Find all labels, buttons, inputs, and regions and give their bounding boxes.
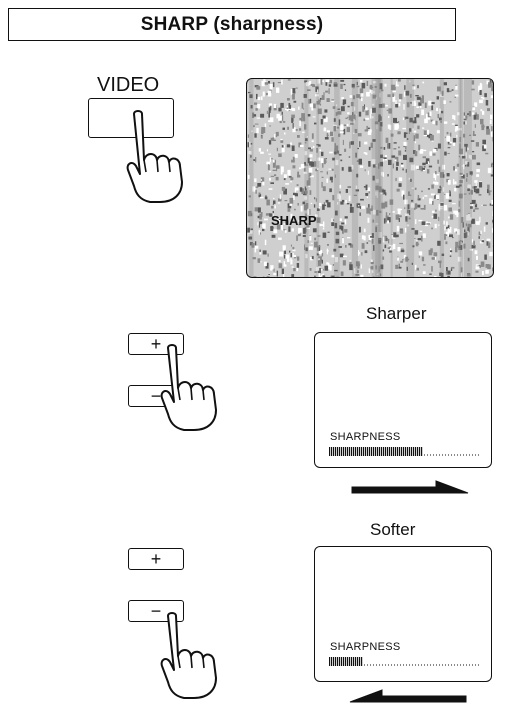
- minus-symbol: −: [150, 601, 162, 621]
- pointing-hand-icon: [126, 110, 183, 203]
- plus-symbol: +: [150, 334, 162, 354]
- section-title-box: SHARP (sharpness): [8, 8, 456, 41]
- sharper-level-bar: [329, 447, 479, 456]
- sharp-osd-label: SHARP: [271, 213, 317, 228]
- sharper-tv-screen: SHARPNESS: [314, 332, 492, 468]
- arrow-left-icon: [349, 689, 467, 703]
- screen-noise-pattern: [247, 79, 493, 277]
- sharper-osd-label: SHARPNESS: [330, 431, 401, 443]
- pointing-hand-icon: [160, 612, 217, 699]
- section-title: SHARP (sharpness): [140, 13, 324, 35]
- video-button-label: VIDEO: [97, 74, 160, 96]
- plus-button[interactable]: +: [128, 548, 184, 570]
- arrow-right-icon: [351, 480, 469, 494]
- sharper-caption: Sharper: [366, 304, 427, 323]
- softer-caption: Softer: [370, 520, 416, 539]
- softer-level-bar: [329, 657, 479, 666]
- softer-osd-label: SHARPNESS: [330, 641, 401, 653]
- softer-tv-screen: SHARPNESS: [314, 546, 492, 682]
- minus-symbol: −: [150, 386, 162, 406]
- pointing-hand-icon: [160, 344, 217, 431]
- noisy-tv-screen: SHARP: [246, 78, 494, 278]
- plus-symbol: +: [150, 549, 162, 569]
- video-button[interactable]: [88, 98, 174, 138]
